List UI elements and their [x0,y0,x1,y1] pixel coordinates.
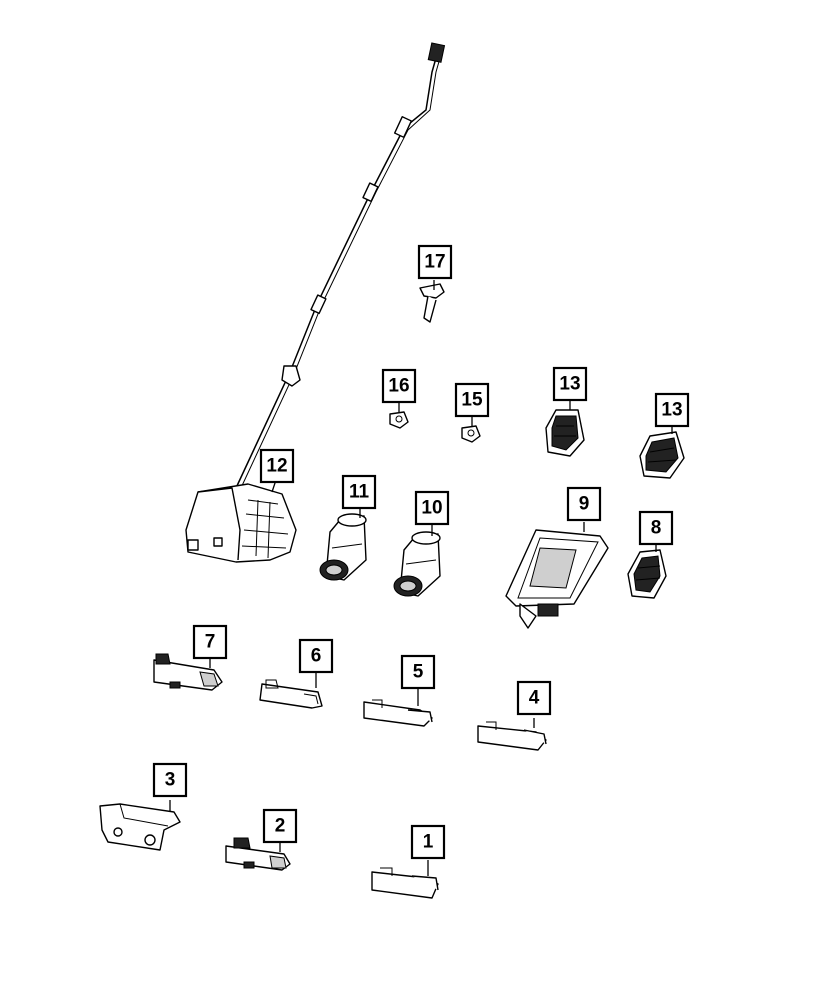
part-17-push-pin [419,280,445,323]
part-15-nut [461,416,481,443]
callout-16: 16 [381,368,417,404]
callout-label: 6 [311,646,322,667]
callout-label: 7 [205,632,216,653]
callout-label: 15 [461,390,483,411]
callout-12: 12 [259,448,295,484]
callout-label: 9 [579,494,590,515]
callout-8: 8 [638,510,674,546]
part-7-switch [153,653,223,691]
callout-17: 17 [417,244,453,280]
callout-label: 13 [559,374,580,395]
callout-15: 15 [454,382,490,418]
part-16-nut [389,402,409,429]
callout-label: 4 [529,688,540,709]
callout-label: 17 [424,252,445,273]
part-13-key-fob-right [639,424,685,479]
callout-10: 10 [414,490,450,526]
part-4-switch [477,718,547,751]
callout-5: 5 [400,654,436,690]
callout-4: 4 [516,680,552,716]
part-12-antenna-module [185,42,446,563]
part-11-ignition-cylinder [319,508,367,581]
part-3-bracket-switch [99,800,181,851]
callout-9: 9 [566,486,602,522]
callout-label: 12 [266,456,287,477]
callout-11: 11 [341,474,377,510]
callout-label: 11 [349,482,370,503]
callout-2: 2 [262,808,298,844]
callout-1: 1 [410,824,446,860]
callout-label: 13 [661,400,682,421]
callout-label: 3 [165,770,176,791]
callout-3: 3 [152,762,188,798]
callout-label: 8 [651,518,662,539]
part-6-switch [259,672,323,709]
callout-label: 10 [421,498,442,519]
callout-label: 2 [275,816,286,837]
part-8-key-fob [627,540,667,599]
callout-label: 5 [413,662,424,683]
callout-13-left: 13 [552,366,588,402]
part-2-switch [225,837,291,871]
callout-6: 6 [298,638,334,674]
callout-7: 7 [192,624,228,660]
part-5-switch [363,688,433,727]
callout-label: 1 [423,832,434,853]
part-10-ignition-cylinder [393,524,441,597]
part-13-key-fob-left [545,398,585,457]
part-9-control-module [505,522,609,629]
part-1-switch [371,860,439,899]
callout-label: 16 [388,376,409,397]
callout-13-right: 13 [654,392,690,428]
